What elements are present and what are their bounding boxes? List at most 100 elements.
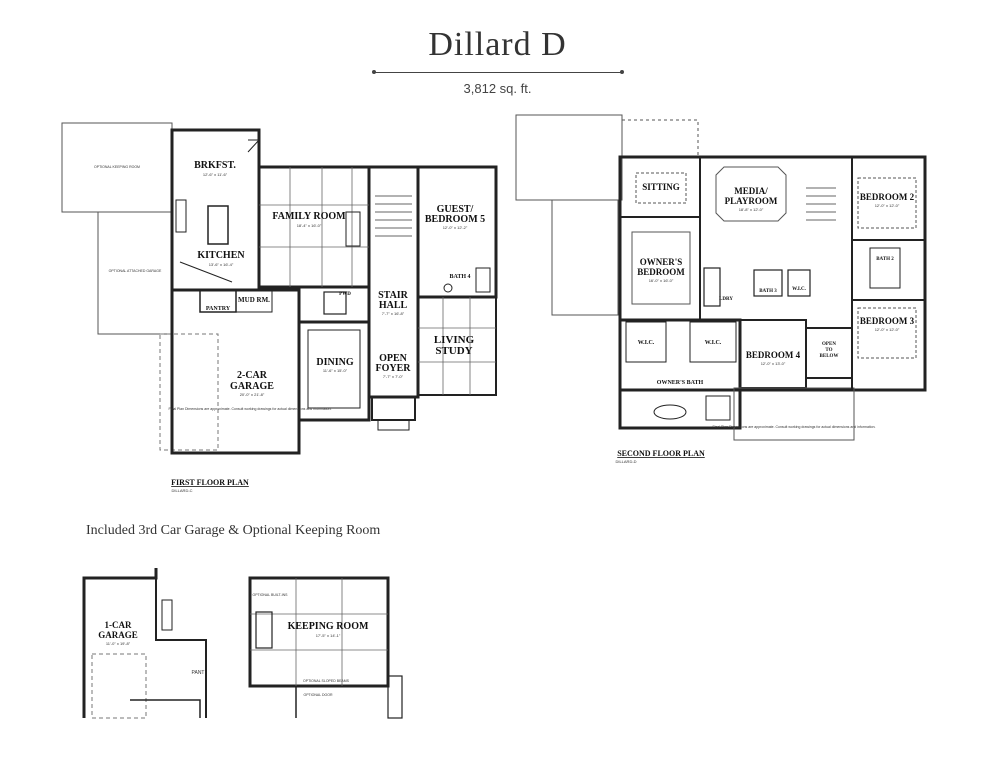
option-sloped: OPTIONAL SLOPED BEAMS	[303, 679, 350, 683]
first-floor-stairs	[375, 195, 412, 237]
option-keeping: KEEPING ROOM	[288, 621, 369, 632]
room-kitchen-dim: 13'-6" x 16'-4"	[209, 262, 234, 267]
bath2-box	[869, 247, 901, 289]
bath4-toilet	[443, 283, 453, 293]
room-family-dim: 18'-4" x 16'-0"	[297, 223, 322, 228]
option-garage-dim: 11'-0" x 19'-8"	[106, 641, 131, 646]
option-keeping-plan	[248, 576, 403, 719]
room-bath3: BATH 3	[759, 289, 777, 294]
option-garage-labels: 1-CAR GARAGE 11'-0" x 19'-8" PANT	[98, 620, 204, 676]
room-media-2: PLAYROOM	[725, 196, 778, 206]
second-floor-note: Final Plan Dimensions are approximate. C…	[712, 425, 875, 429]
first-floor-note: Final Plan Dimensions are approximate. C…	[168, 407, 331, 411]
room-guest-1: GUEST/	[437, 204, 474, 215]
room-bed2: BEDROOM 2	[860, 192, 915, 202]
room-media-dim: 18'-8" x 12'-0"	[739, 207, 764, 212]
room-bed2-dim: 12'-0" x 12'-0"	[875, 203, 900, 208]
room-living-1: LIVING	[434, 334, 475, 346]
room-garage-1: 2-CAR	[237, 370, 268, 381]
option-keeping-labels: KEEPING ROOM 17'-5" x 14'-1" OPTIONAL SL…	[252, 593, 368, 697]
room-bed3: BEDROOM 3	[860, 316, 915, 326]
garage-option-door	[91, 653, 147, 719]
square-footage: 3,812 sq. ft.	[463, 81, 532, 96]
bath4-tub	[475, 267, 491, 293]
room-brkfst: BRKFST.	[194, 160, 236, 171]
garage-option-pantry-wall	[130, 699, 201, 718]
second-floor-labels: SITTING MEDIA/ PLAYROOM 18'-8" x 12'-0" …	[615, 182, 914, 464]
room-ldry: LDRY	[719, 297, 733, 302]
bed3-tray	[857, 307, 917, 359]
door-swing	[247, 139, 261, 153]
room-foyer-2: FOYER	[376, 363, 412, 374]
room-bed3-dim: 12'-0" x 12'-0"	[875, 327, 900, 332]
keeping-fireplace	[255, 611, 273, 649]
keeping-room-beams	[250, 578, 388, 686]
first-floor-labels: BRKFST. 12'-6" x 11'-6" KITCHEN 13'-6" x…	[94, 160, 485, 493]
wic-left-box	[625, 321, 667, 363]
garage-option-counter	[161, 599, 173, 631]
first-floor-plan	[61, 122, 498, 455]
room-foyer-1: OPEN	[379, 353, 408, 364]
driveway-outline	[159, 333, 219, 451]
room-wic: W.I.C.	[792, 287, 807, 292]
kitchen-counter	[175, 199, 187, 233]
room-stair-2: HALL	[379, 300, 408, 311]
second-floor-plan	[515, 114, 927, 441]
sitting-tray	[635, 172, 687, 204]
option-builtin: OPTIONAL BUILT-INS	[252, 593, 288, 597]
room-mud: MUD RM.	[238, 296, 270, 304]
option-pantry: PANT	[192, 670, 205, 676]
room-owner-bath: OWNER'S BATH	[657, 380, 704, 386]
owner-tub	[653, 404, 687, 420]
open-to-below-wall	[805, 327, 853, 379]
room-owner-2: BEDROOM	[637, 267, 685, 277]
room-stair-1: STAIR	[378, 290, 409, 301]
room-owner-1: OWNER'S	[640, 257, 683, 267]
room-foyer-dim: 7'-7" x 7'-0"	[383, 374, 404, 379]
garage-option-inner	[155, 578, 207, 718]
opt-garage-label: OPTIONAL ATTACHED GARAGE	[109, 269, 162, 273]
first-floor-label: FIRST FLOOR PLAN	[171, 478, 249, 487]
roof-outline-c	[622, 119, 699, 157]
roof-outline-a	[515, 114, 623, 201]
room-wic-left: W.I.C.	[638, 340, 655, 346]
second-floor-sublabel: DILLARD-D	[615, 459, 636, 464]
second-floor-label: SECOND FLOOR PLAN	[617, 449, 705, 458]
option-garage-plan	[82, 568, 207, 719]
bath3-box	[753, 269, 783, 297]
fireplace	[345, 211, 361, 247]
counter-line	[179, 261, 233, 283]
roof-outline-b	[551, 199, 619, 316]
front-step	[377, 419, 410, 431]
optional-garage-outline	[97, 211, 173, 335]
room-open-3: BELOW	[820, 354, 839, 359]
upper-main-wall	[618, 155, 927, 392]
family-room-coffer-grid	[259, 167, 369, 287]
room-pantry: PANTRY	[206, 306, 231, 312]
option-door: OPTIONAL DOOR	[303, 693, 333, 697]
keeping-counter	[387, 675, 403, 719]
room-bath4: BATH 4	[449, 274, 470, 280]
kitchen-island	[207, 205, 229, 245]
room-sitting: SITTING	[642, 182, 680, 192]
mud-room-box	[235, 289, 273, 313]
front-porch	[371, 397, 416, 421]
room-guest-dim: 12'-0" x 12'-2"	[443, 225, 468, 230]
room-kitchen: KITCHEN	[197, 250, 245, 261]
second-floor-stairs	[806, 187, 836, 221]
room-living-2: STUDY	[435, 345, 472, 357]
media-tray	[715, 166, 787, 222]
room-bath2: BATH 2	[876, 257, 894, 262]
room-guest-2: BEDROOM 5	[425, 214, 485, 225]
room-open-1: OPEN	[822, 342, 836, 347]
room-garage-2: GARAGE	[230, 381, 274, 392]
wic-right-box	[689, 321, 737, 363]
study-coffer-grid	[418, 297, 496, 395]
bed2-tray	[857, 177, 917, 229]
option-garage-1: 1-CAR	[105, 620, 132, 630]
owner-tray	[631, 231, 691, 305]
room-dining-dim: 11'-6" x 15'-0"	[323, 368, 348, 373]
plan-title: Dillard D	[428, 26, 567, 63]
dining-inner-outline	[307, 329, 361, 409]
